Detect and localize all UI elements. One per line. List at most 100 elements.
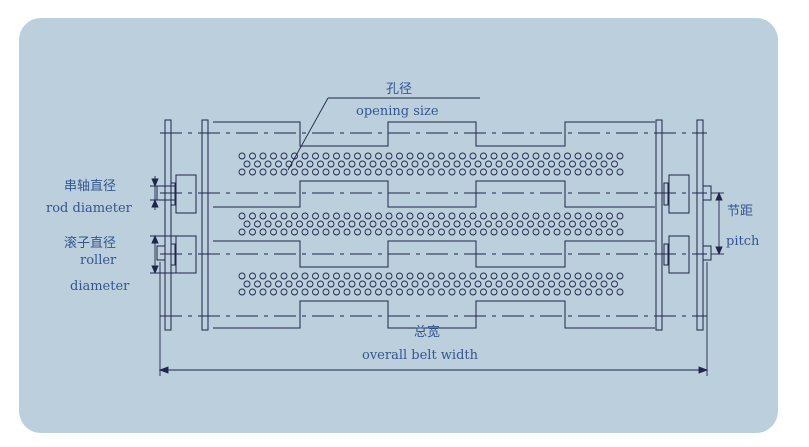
opening-hole bbox=[585, 168, 592, 176]
opening-hole bbox=[432, 220, 440, 228]
rod-diameter-label-en: rod diameter bbox=[46, 201, 132, 216]
opening-hole bbox=[369, 280, 377, 288]
opening-hole bbox=[270, 168, 277, 176]
opening-hole bbox=[338, 220, 345, 228]
opening-hole bbox=[590, 160, 597, 168]
opening-hole bbox=[606, 272, 613, 280]
opening-hole bbox=[553, 212, 561, 220]
opening-hole bbox=[427, 168, 435, 176]
opening-hole bbox=[453, 160, 461, 168]
opening-hole bbox=[443, 220, 450, 228]
opening-hole bbox=[390, 220, 398, 228]
opening-hole bbox=[343, 152, 351, 160]
opening-hole bbox=[296, 280, 303, 288]
opening-hole bbox=[490, 212, 498, 220]
opening-size-leader bbox=[287, 97, 329, 171]
opening-hole bbox=[285, 220, 293, 228]
opening-hole bbox=[579, 220, 587, 228]
opening-hole bbox=[543, 212, 550, 220]
opening-hole bbox=[606, 152, 613, 160]
opening-hole bbox=[354, 168, 361, 176]
rod-dim-arrow-top bbox=[151, 178, 159, 188]
opening-hole bbox=[495, 280, 503, 288]
opening-hole bbox=[317, 160, 324, 168]
opening-hole bbox=[254, 220, 261, 228]
opening-hole bbox=[480, 272, 487, 280]
opening-hole bbox=[522, 168, 529, 176]
opening-hole bbox=[333, 228, 340, 236]
plate-edge-4 bbox=[213, 300, 655, 329]
opening-hole bbox=[569, 280, 576, 288]
opening-hole bbox=[312, 288, 319, 296]
opening-hole bbox=[585, 228, 592, 236]
opening-hole bbox=[522, 272, 529, 280]
opening-hole bbox=[375, 228, 382, 236]
opening-hole bbox=[249, 288, 256, 296]
opening-hole bbox=[511, 168, 519, 176]
opening-hole bbox=[474, 280, 482, 288]
opening-hole bbox=[459, 288, 466, 296]
opening-hole bbox=[448, 288, 456, 296]
roller-3 bbox=[668, 174, 690, 214]
opening-hole bbox=[490, 288, 498, 296]
opening-hole bbox=[259, 228, 267, 236]
opening-hole bbox=[448, 152, 456, 160]
opening-hole bbox=[459, 212, 466, 220]
opening-hole bbox=[438, 168, 445, 176]
opening-hole bbox=[396, 228, 403, 236]
opening-hole bbox=[616, 152, 624, 160]
roller-diameter-label-cn: 滚子直径 bbox=[64, 236, 117, 251]
opening-hole bbox=[432, 280, 440, 288]
opening-hole bbox=[406, 152, 414, 160]
opening-hole bbox=[385, 288, 393, 296]
plate-edge-2 bbox=[213, 180, 655, 208]
opening-hole bbox=[264, 160, 272, 168]
opening-hole bbox=[364, 288, 372, 296]
opening-hole bbox=[301, 228, 309, 236]
roller-hub-3 bbox=[663, 182, 669, 206]
opening-hole bbox=[616, 272, 624, 280]
opening-hole bbox=[579, 160, 587, 168]
opening-hole bbox=[553, 152, 561, 160]
opening-hole bbox=[438, 212, 445, 220]
opening-hole bbox=[396, 212, 403, 220]
opening-hole bbox=[469, 272, 477, 280]
opening-hole bbox=[238, 152, 246, 160]
opening-hole bbox=[270, 152, 277, 160]
opening-hole bbox=[359, 220, 366, 228]
opening-hole bbox=[448, 212, 456, 220]
opening-hole bbox=[375, 212, 382, 220]
opening-hole bbox=[317, 220, 324, 228]
opening-hole bbox=[485, 280, 492, 288]
roller-dim-arrow-bottom bbox=[151, 265, 159, 275]
opening-hole bbox=[490, 272, 498, 280]
roller-hub-2 bbox=[170, 243, 176, 266]
opening-holes bbox=[238, 152, 624, 296]
opening-hole bbox=[516, 160, 524, 168]
opening-hole bbox=[369, 160, 377, 168]
opening-hole bbox=[464, 280, 471, 288]
rod-diameter-label-cn: 串轴直径 bbox=[64, 179, 117, 194]
rod-end-4 bbox=[702, 245, 712, 261]
roller-4 bbox=[668, 235, 690, 274]
opening-hole bbox=[338, 280, 345, 288]
opening-hole bbox=[595, 288, 603, 296]
opening-hole bbox=[380, 280, 387, 288]
opening-hole bbox=[569, 160, 576, 168]
opening-hole bbox=[574, 168, 582, 176]
opening-hole bbox=[301, 212, 309, 220]
opening-hole bbox=[464, 220, 471, 228]
opening-hole bbox=[564, 168, 571, 176]
opening-hole bbox=[501, 152, 508, 160]
opening-hole bbox=[606, 228, 613, 236]
side-plate-2 bbox=[201, 119, 209, 331]
opening-hole bbox=[480, 168, 487, 176]
opening-hole bbox=[322, 168, 330, 176]
opening-hole bbox=[532, 228, 540, 236]
overall-width-label-cn: 总宽 bbox=[414, 325, 441, 340]
opening-hole bbox=[254, 280, 261, 288]
opening-hole bbox=[406, 272, 414, 280]
opening-hole bbox=[275, 220, 282, 228]
pitch-dim-arrow-top bbox=[715, 191, 723, 201]
